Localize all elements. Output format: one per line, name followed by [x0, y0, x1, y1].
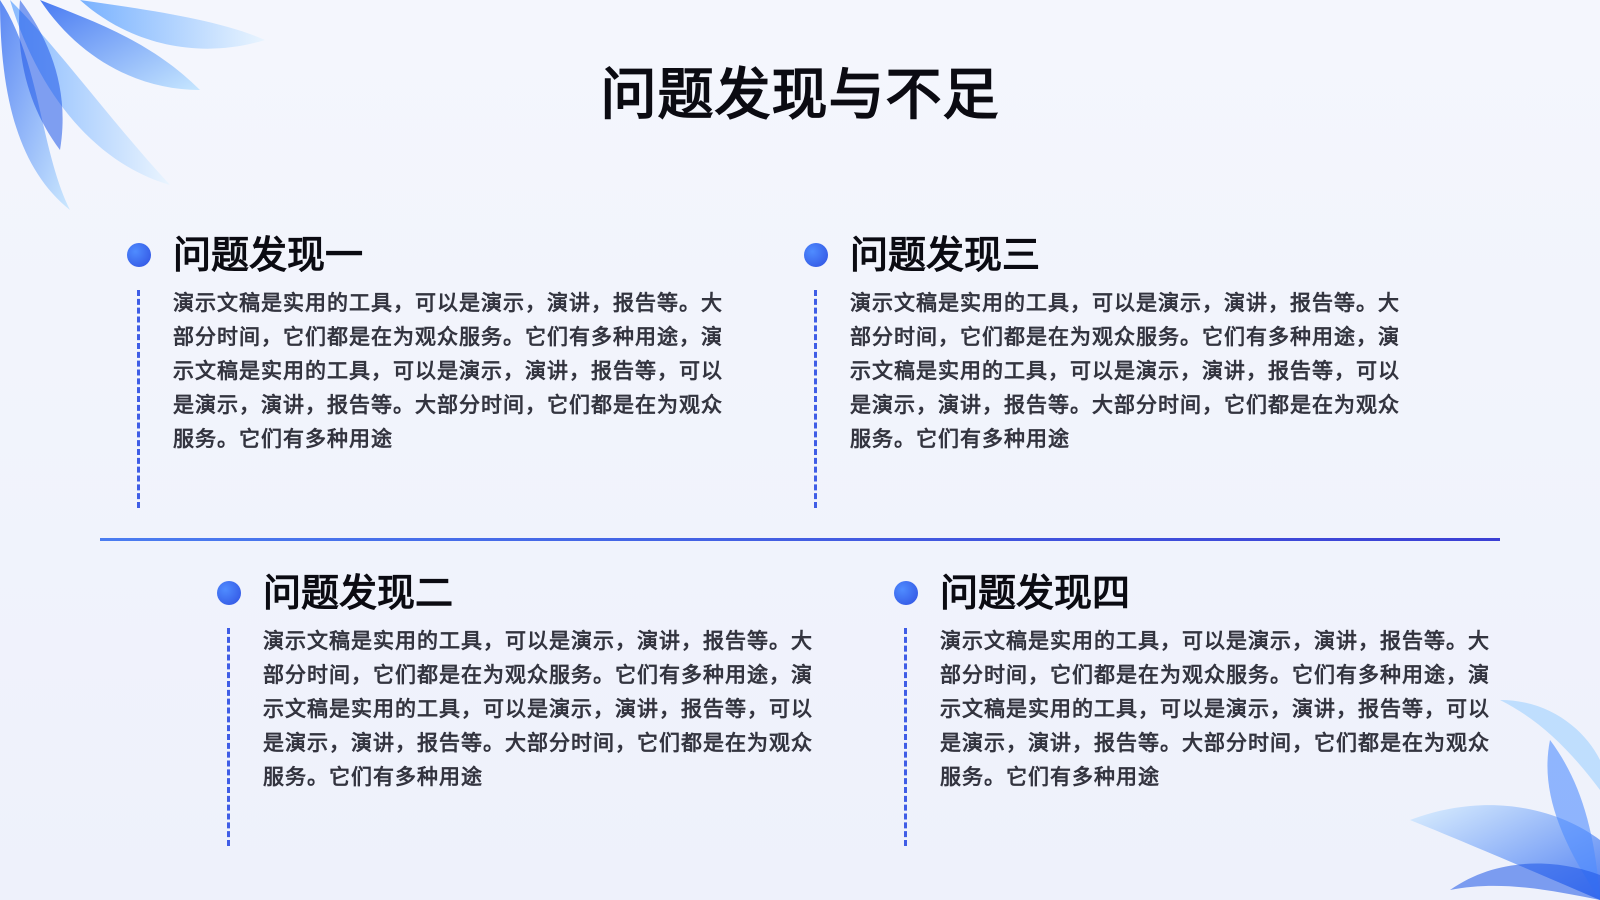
- card-title: 问题发现四: [940, 571, 1131, 615]
- card-title: 问题发现一: [173, 233, 364, 277]
- card-problem-3: 问题发现三 演示文稿是实用的工具，可以是演示，演讲，报告等。大部分时间，它们都是…: [804, 230, 1410, 508]
- card-body: 演示文稿是实用的工具，可以是演示，演讲，报告等。大部分时间，它们都是在为观众服务…: [263, 629, 813, 789]
- bullet-dot-icon: [127, 243, 151, 267]
- page-title: 问题发现与不足: [600, 63, 1000, 128]
- card-problem-2: 问题发现二 演示文稿是实用的工具，可以是演示，演讲，报告等。大部分时间，它们都是…: [217, 568, 823, 846]
- bullet-dot-icon: [804, 243, 828, 267]
- petal-decoration-bottom-right: [1410, 700, 1600, 900]
- card-body: 演示文稿是实用的工具，可以是演示，演讲，报告等。大部分时间，它们都是在为观众服务…: [173, 291, 723, 451]
- bullet-dot-icon: [894, 581, 918, 605]
- dashed-accent-line: [814, 290, 817, 508]
- dashed-accent-line: [137, 290, 140, 508]
- section-divider: [100, 538, 1500, 541]
- card-title: 问题发现二: [263, 571, 454, 615]
- card-body: 演示文稿是实用的工具，可以是演示，演讲，报告等。大部分时间，它们都是在为观众服务…: [850, 291, 1400, 451]
- card-body: 演示文稿是实用的工具，可以是演示，演讲，报告等。大部分时间，它们都是在为观众服务…: [940, 629, 1490, 789]
- petal-decoration-top-left: [0, 0, 265, 210]
- dashed-accent-line: [227, 628, 230, 846]
- card-problem-1: 问题发现一 演示文稿是实用的工具，可以是演示，演讲，报告等。大部分时间，它们都是…: [127, 230, 733, 508]
- card-title: 问题发现三: [850, 233, 1041, 277]
- card-problem-4: 问题发现四 演示文稿是实用的工具，可以是演示，演讲，报告等。大部分时间，它们都是…: [894, 568, 1500, 846]
- dashed-accent-line: [904, 628, 907, 846]
- bullet-dot-icon: [217, 581, 241, 605]
